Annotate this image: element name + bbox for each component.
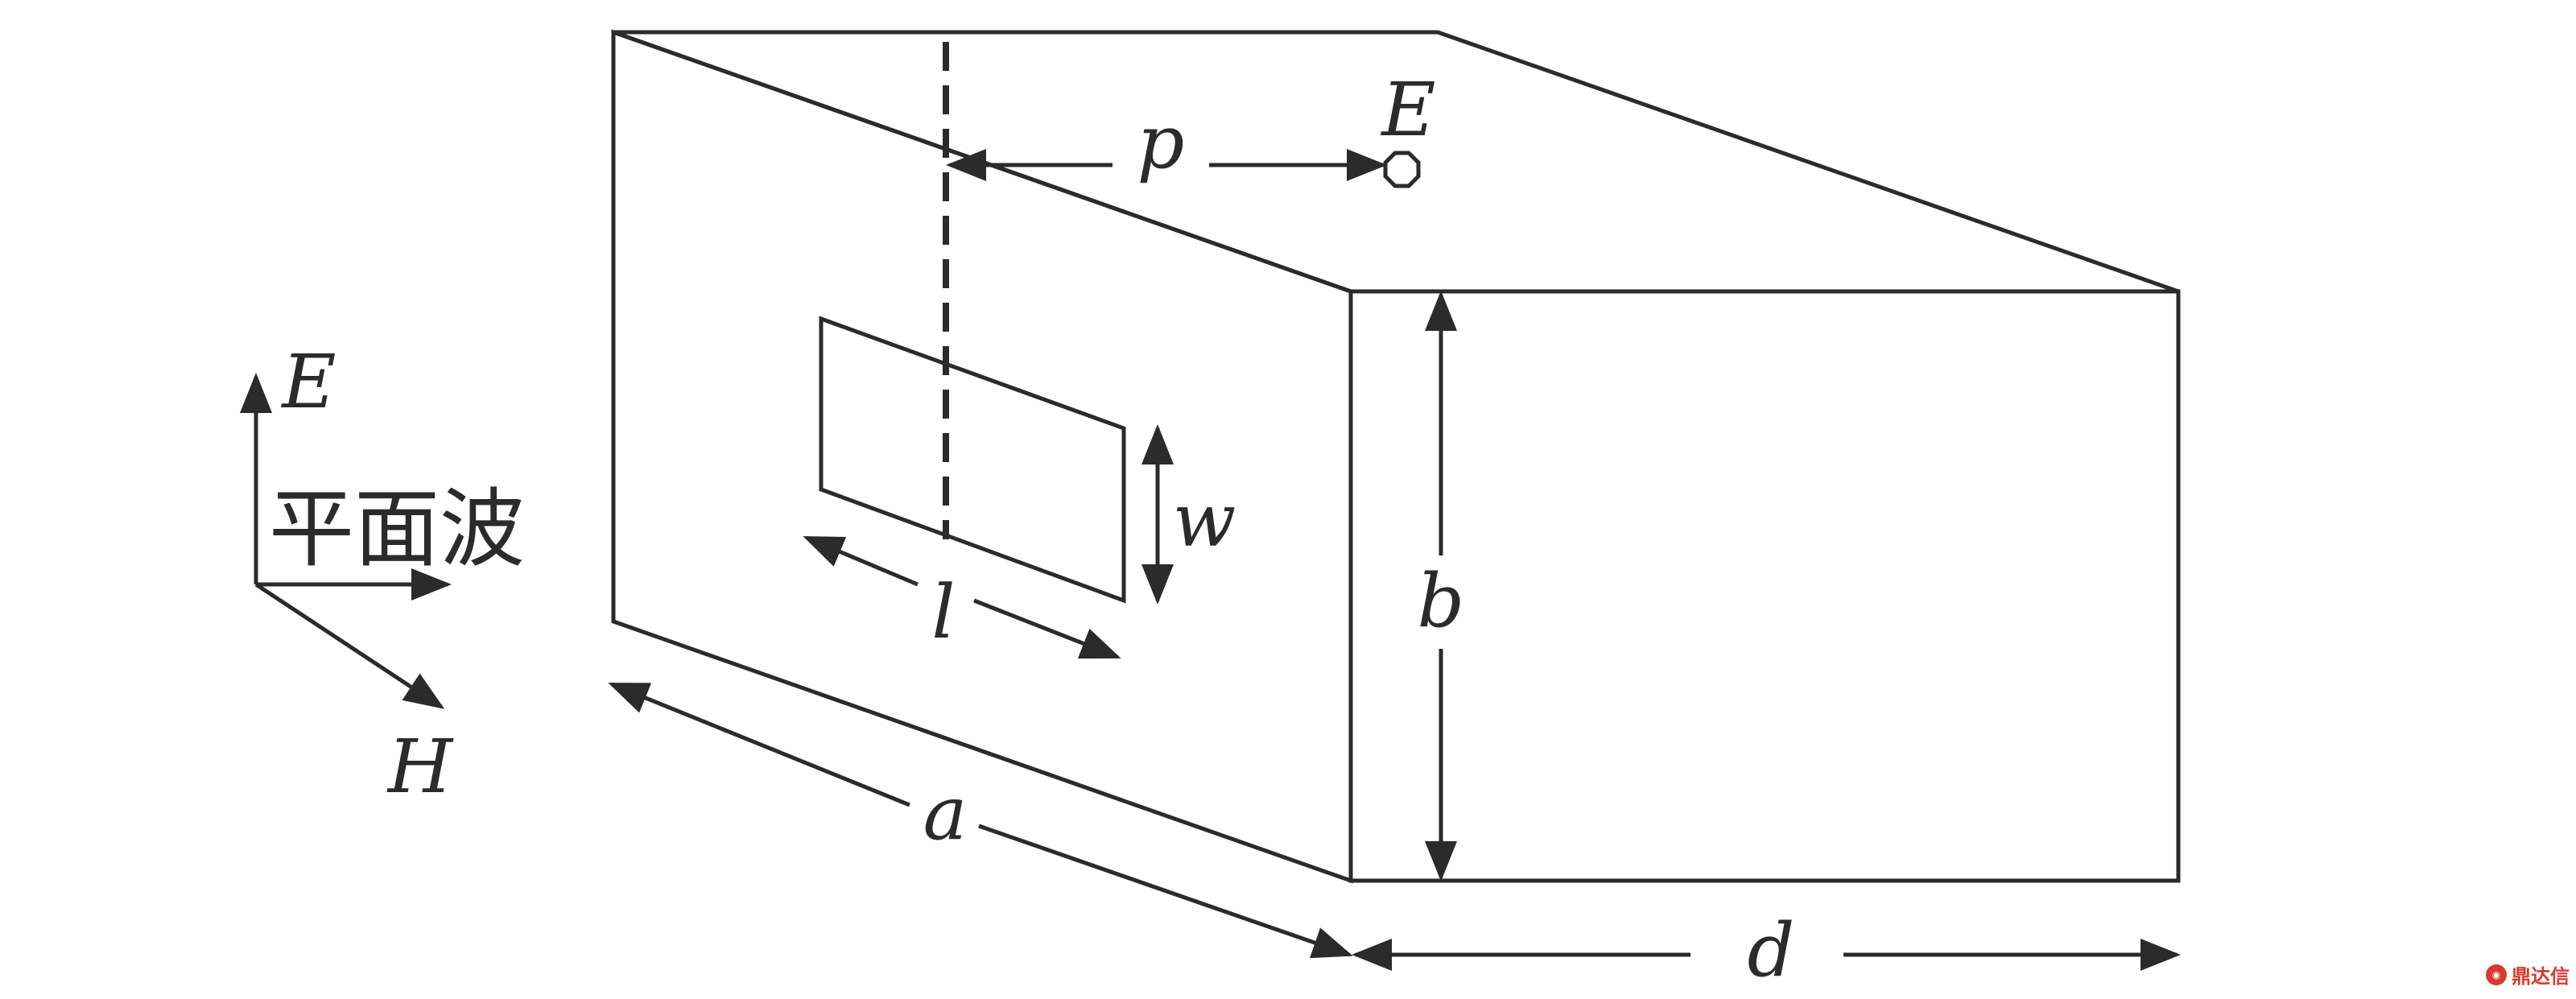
wave-h-axis	[254, 582, 445, 709]
wave-h-label: H	[386, 724, 454, 810]
dim-w-label: w	[1173, 477, 1236, 563]
dim-d-label: d	[1748, 907, 1795, 993]
dim-l-arrow-left	[803, 535, 919, 587]
wave-name-label: 平面波	[269, 480, 525, 579]
aperture-face	[611, 29, 1353, 884]
dim-l-label: l	[931, 569, 955, 655]
probe-field-label: E	[1380, 67, 1435, 153]
slot-aperture	[819, 316, 1126, 604]
probe-point-icon	[1383, 151, 1421, 188]
dim-l-arrow-right	[973, 598, 1121, 659]
circle-logo-icon: ◉	[2486, 964, 2507, 985]
dim-b-label: b	[1418, 558, 1465, 644]
dim-a-arrow-left	[608, 682, 910, 807]
watermark-text: 鼎达信	[2512, 965, 2570, 988]
dim-p-label: p	[1137, 99, 1185, 185]
dim-a-arrow-right	[978, 824, 1353, 959]
watermark: ◉ 鼎达信	[2486, 960, 2570, 989]
wave-e-label: E	[280, 339, 336, 425]
dim-a-label: a	[923, 770, 968, 857]
front-face	[1348, 289, 2181, 883]
